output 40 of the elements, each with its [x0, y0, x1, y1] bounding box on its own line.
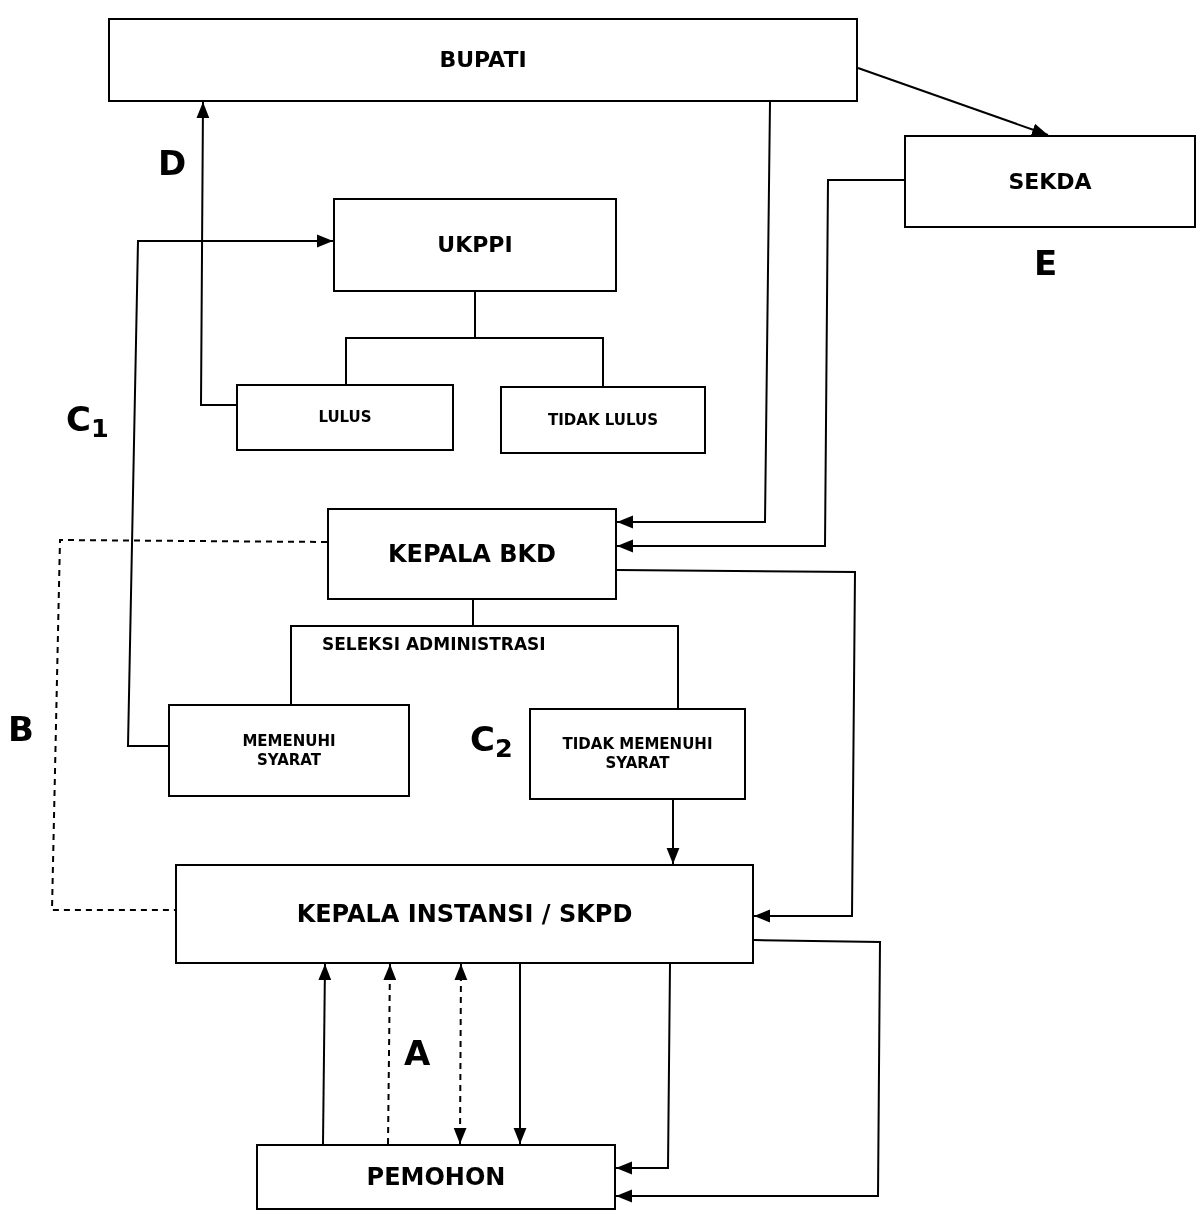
letter-label: E: [1034, 246, 1058, 280]
process-box: [256, 1144, 616, 1210]
connector-arrow: [666, 799, 680, 865]
connector-arrow: [196, 101, 237, 406]
box-label: KEPALA BKD: [388, 539, 556, 569]
letter-label: C$_{1}$: [66, 402, 109, 436]
letter-label: D: [158, 146, 187, 180]
letter-label: B: [8, 712, 34, 746]
connector-arrow: [615, 939, 881, 1203]
letter-label: SELEKSI ADMINISTRASI: [322, 636, 546, 653]
box-label: MEMENUHI SYARAT: [241, 731, 337, 770]
process-box: [333, 198, 617, 292]
letter-label: C$_{2}$: [470, 722, 513, 756]
box-label: UKPPI: [437, 231, 513, 259]
box-label: TIDAK LULUS: [548, 410, 658, 430]
process-box: [327, 508, 617, 600]
connector-arrow: [513, 963, 527, 1145]
box-label: KEPALA INSTANSI / SKPD: [296, 899, 633, 929]
connector-arrow: [616, 179, 905, 553]
connector-arrow: [383, 963, 397, 1145]
box-label: TIDAK MEMENUHI SYARAT: [561, 735, 714, 773]
process-box: [108, 18, 858, 102]
connector-arrow: [616, 569, 856, 923]
connector-arrow: [453, 963, 468, 1145]
process-box: [236, 384, 454, 451]
connector-arrow: [615, 963, 671, 1175]
box-label: PEMOHON: [366, 1162, 506, 1192]
connector-arrow: [616, 101, 771, 529]
letter-label: A: [404, 1036, 431, 1070]
box-label: LULUS: [318, 408, 372, 427]
connector-arrow: [127, 234, 334, 747]
connector-arrow: [318, 963, 332, 1145]
process-box: [500, 386, 706, 454]
process-box: [175, 864, 754, 964]
connector-arrow: [857, 67, 1049, 136]
box-label: BUPATI: [439, 46, 527, 74]
process-box: [529, 708, 746, 800]
box-label: SEKDA: [1008, 167, 1092, 196]
process-box: [904, 135, 1196, 228]
process-box: [168, 704, 410, 797]
